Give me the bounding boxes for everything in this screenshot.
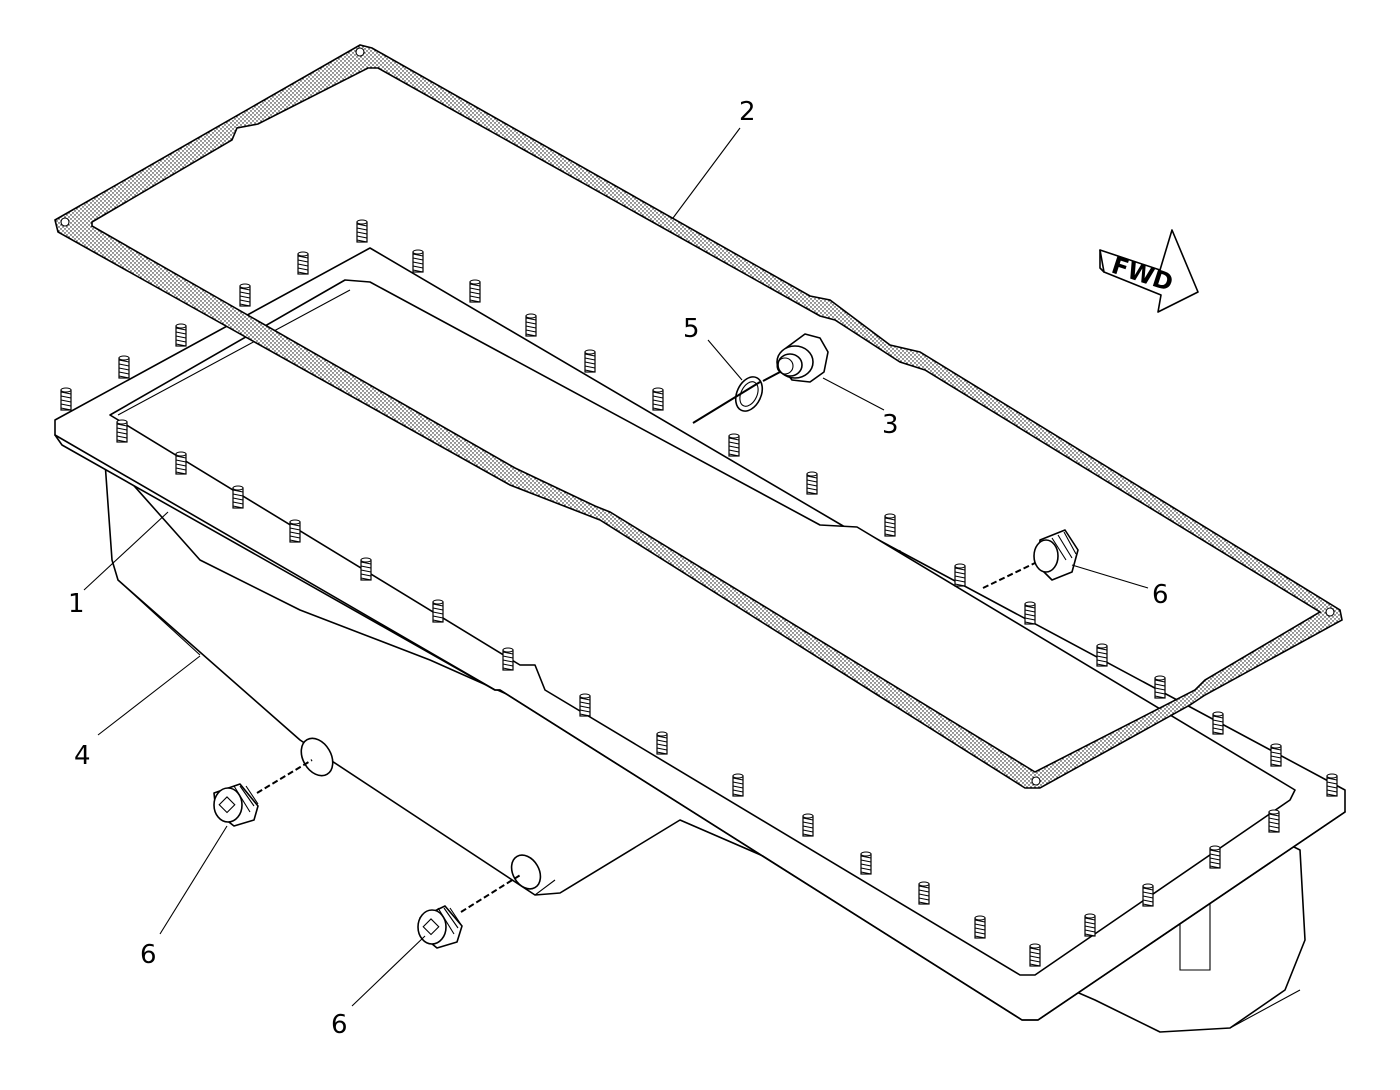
flange-stud [360,557,372,581]
flange-stud [584,349,596,373]
pipe-plug-lower-right [417,905,463,949]
flange-stud [652,387,664,411]
flange-stud [1084,913,1096,937]
callout-leaders [83,127,1149,1007]
callout-5: 5 [683,314,700,344]
flange-stud [806,471,818,495]
flange-stud [356,219,368,243]
oil-pan-gasket [54,44,1343,789]
assembly-line-right-plug [460,873,523,913]
callout-6-bottom: 6 [331,1010,348,1040]
callout-6-left: 6 [140,940,157,970]
flange-stud [289,519,301,543]
flange-stud [728,433,740,457]
o-ring-seal-item-5 [734,376,764,412]
flange-stud [1270,743,1282,767]
flange-stud [1326,773,1338,797]
flange-stud [1096,643,1108,667]
flange-stud [656,731,668,755]
flange-stud [502,647,514,671]
flange-stud [525,313,537,337]
assembly-line-left-plug [256,759,313,794]
callout-3: 3 [882,410,899,440]
flange-stud [175,451,187,475]
flange-stud [954,563,966,587]
flange-stud [1209,845,1221,869]
flange-studs [60,219,1338,967]
callout-6-upper: 6 [1152,580,1169,610]
flange-stud [918,881,930,905]
pipe-plug-upper [1033,529,1079,581]
flange-stud [1268,809,1280,833]
flange-stud [239,283,251,307]
flange-stud [1142,883,1154,907]
flange-stud [232,485,244,509]
assembly-line-upper-plug [982,562,1036,589]
flange-stud [732,773,744,797]
drain-plug-item-3 [776,333,829,383]
flange-stud [860,851,872,875]
flange-stud [116,419,128,443]
flange-stud [974,915,986,939]
flange-stud [412,249,424,273]
callout-4: 4 [74,741,91,771]
flange-stud [884,513,896,537]
flange-stud [1024,601,1036,625]
flange-stud [1212,711,1224,735]
flange-stud [579,693,591,717]
flange-stud [432,599,444,623]
pipe-plug-lower-left [213,783,259,827]
oil-pan [54,247,1346,1033]
forward-direction-arrow: FWD [1099,229,1199,313]
flange-stud [175,323,187,347]
callout-1: 1 [68,589,85,619]
callout-2: 2 [739,97,756,127]
flange-stud [802,813,814,837]
assembly-line-plug [692,381,761,424]
flange-stud [469,279,481,303]
flange-stud [1154,675,1166,699]
flange-stud [297,251,309,275]
flange-stud [60,387,72,411]
assembly-line-plug-2 [762,371,781,382]
flange-stud [1029,943,1041,967]
flange-stud [118,355,130,379]
